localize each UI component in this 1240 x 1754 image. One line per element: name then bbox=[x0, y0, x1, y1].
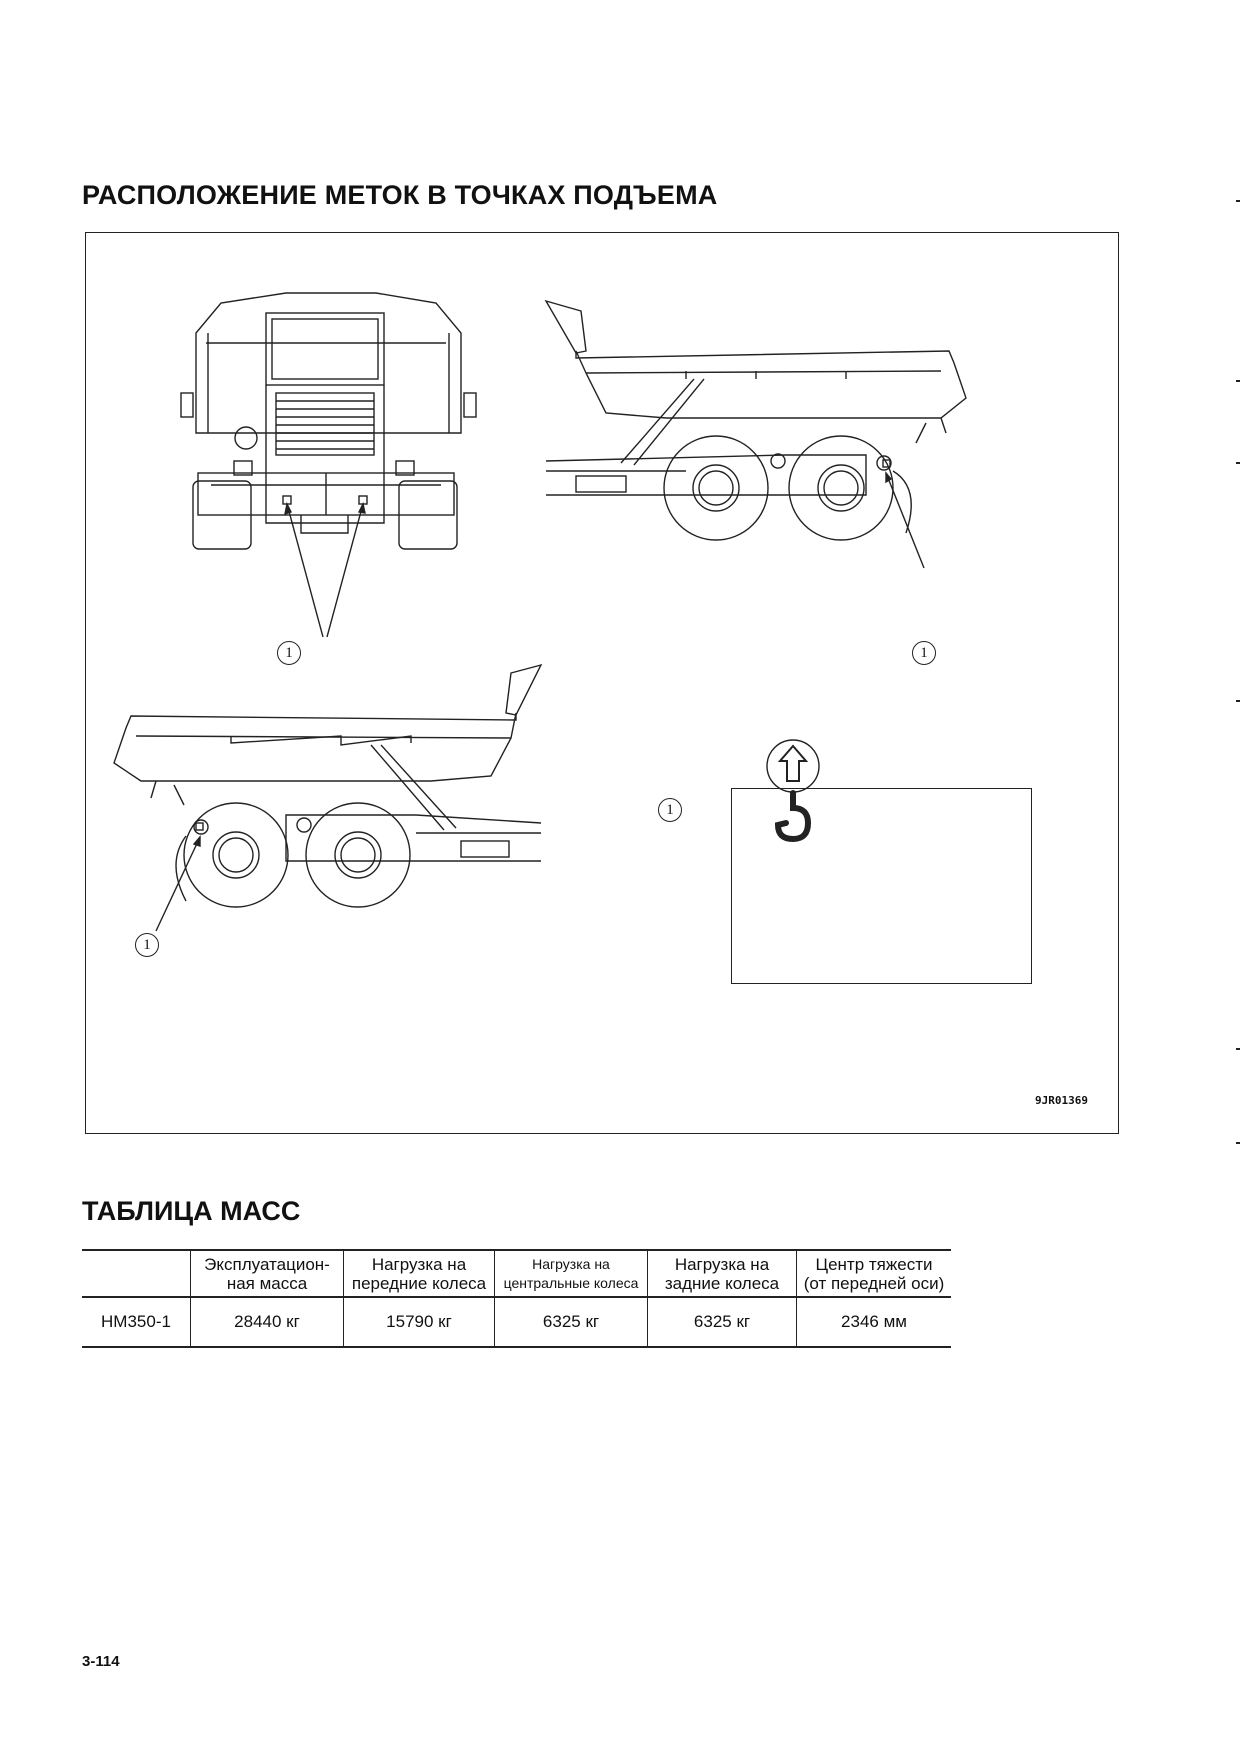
cell-operating-mass: 28440 кг bbox=[190, 1297, 344, 1348]
edge-mark bbox=[1236, 700, 1240, 702]
legend-callout-1: 1 bbox=[658, 798, 682, 822]
callout-1-side-right: 1 bbox=[912, 641, 936, 665]
edge-mark bbox=[1236, 1142, 1240, 1144]
section-title-mass-table: ТАБЛИЦА МАСС bbox=[82, 1196, 301, 1226]
dump-truck-drawings bbox=[113, 292, 967, 932]
edge-mark bbox=[1236, 200, 1240, 202]
truck-side-view-right bbox=[544, 299, 967, 569]
mass-table-header-model bbox=[82, 1249, 191, 1298]
lifting-points-figure: 1 1 1 1 9JR01369 bbox=[85, 232, 1119, 1134]
lifting-mark-legend-art bbox=[766, 739, 820, 843]
cell-front-load: 15790 кг bbox=[343, 1297, 495, 1348]
table-row: HM350-1 28440 кг 15790 кг 6325 кг 6325 к… bbox=[82, 1297, 951, 1348]
section-title-lifting-marks: РАСПОЛОЖЕНИЕ МЕТОК В ТОЧКАХ ПОДЪЕМА bbox=[82, 180, 718, 210]
cell-center-of-gravity: 2346 мм bbox=[796, 1297, 951, 1348]
cell-model: HM350-1 bbox=[82, 1297, 191, 1348]
edge-mark bbox=[1236, 380, 1240, 382]
callout-1-side-left: 1 bbox=[135, 933, 159, 957]
edge-mark bbox=[1236, 462, 1240, 464]
cell-center-load: 6325 кг bbox=[494, 1297, 648, 1348]
cell-rear-load: 6325 кг bbox=[647, 1297, 797, 1348]
mass-table-header-operating-mass: Эксплуатацион-ная масса bbox=[190, 1249, 344, 1298]
edge-mark bbox=[1236, 1048, 1240, 1050]
mass-table-header-center-of-gravity: Центр тяжести(от передней оси) bbox=[796, 1249, 951, 1298]
callout-1-front: 1 bbox=[277, 641, 301, 665]
figure-code: 9JR01369 bbox=[1035, 1094, 1088, 1107]
truck-front-view bbox=[180, 292, 477, 638]
page-number: 3-114 bbox=[82, 1653, 120, 1670]
truck-side-view-left bbox=[113, 663, 543, 932]
lifting-mark-legend bbox=[731, 788, 1032, 984]
